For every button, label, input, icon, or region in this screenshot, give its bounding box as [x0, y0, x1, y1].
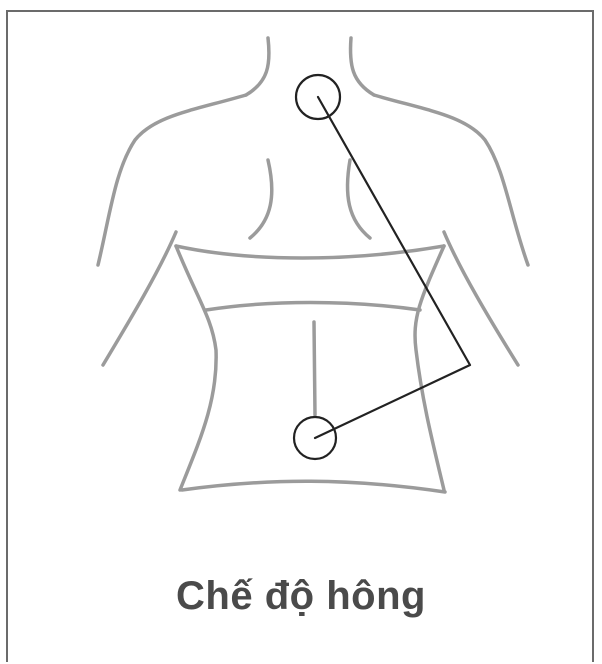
massage-path: [294, 75, 470, 459]
right-shoulder-arm: [374, 95, 528, 265]
left-shoulder-blade: [250, 160, 272, 238]
spine-line: [314, 322, 315, 415]
left-armpit-line: [103, 232, 176, 365]
right-shoulder-blade: [347, 160, 370, 238]
hip-line: [182, 481, 445, 492]
band-bottom: [206, 303, 420, 311]
right-armpit-line: [444, 232, 518, 365]
neck-right-line: [350, 38, 374, 95]
body-outline: [98, 38, 528, 492]
neck-left-line: [246, 38, 269, 95]
path-line: [315, 97, 470, 438]
mode-caption: Chế độ hông: [0, 572, 602, 620]
torso-right-side: [415, 246, 444, 490]
torso-left-side: [176, 246, 216, 490]
